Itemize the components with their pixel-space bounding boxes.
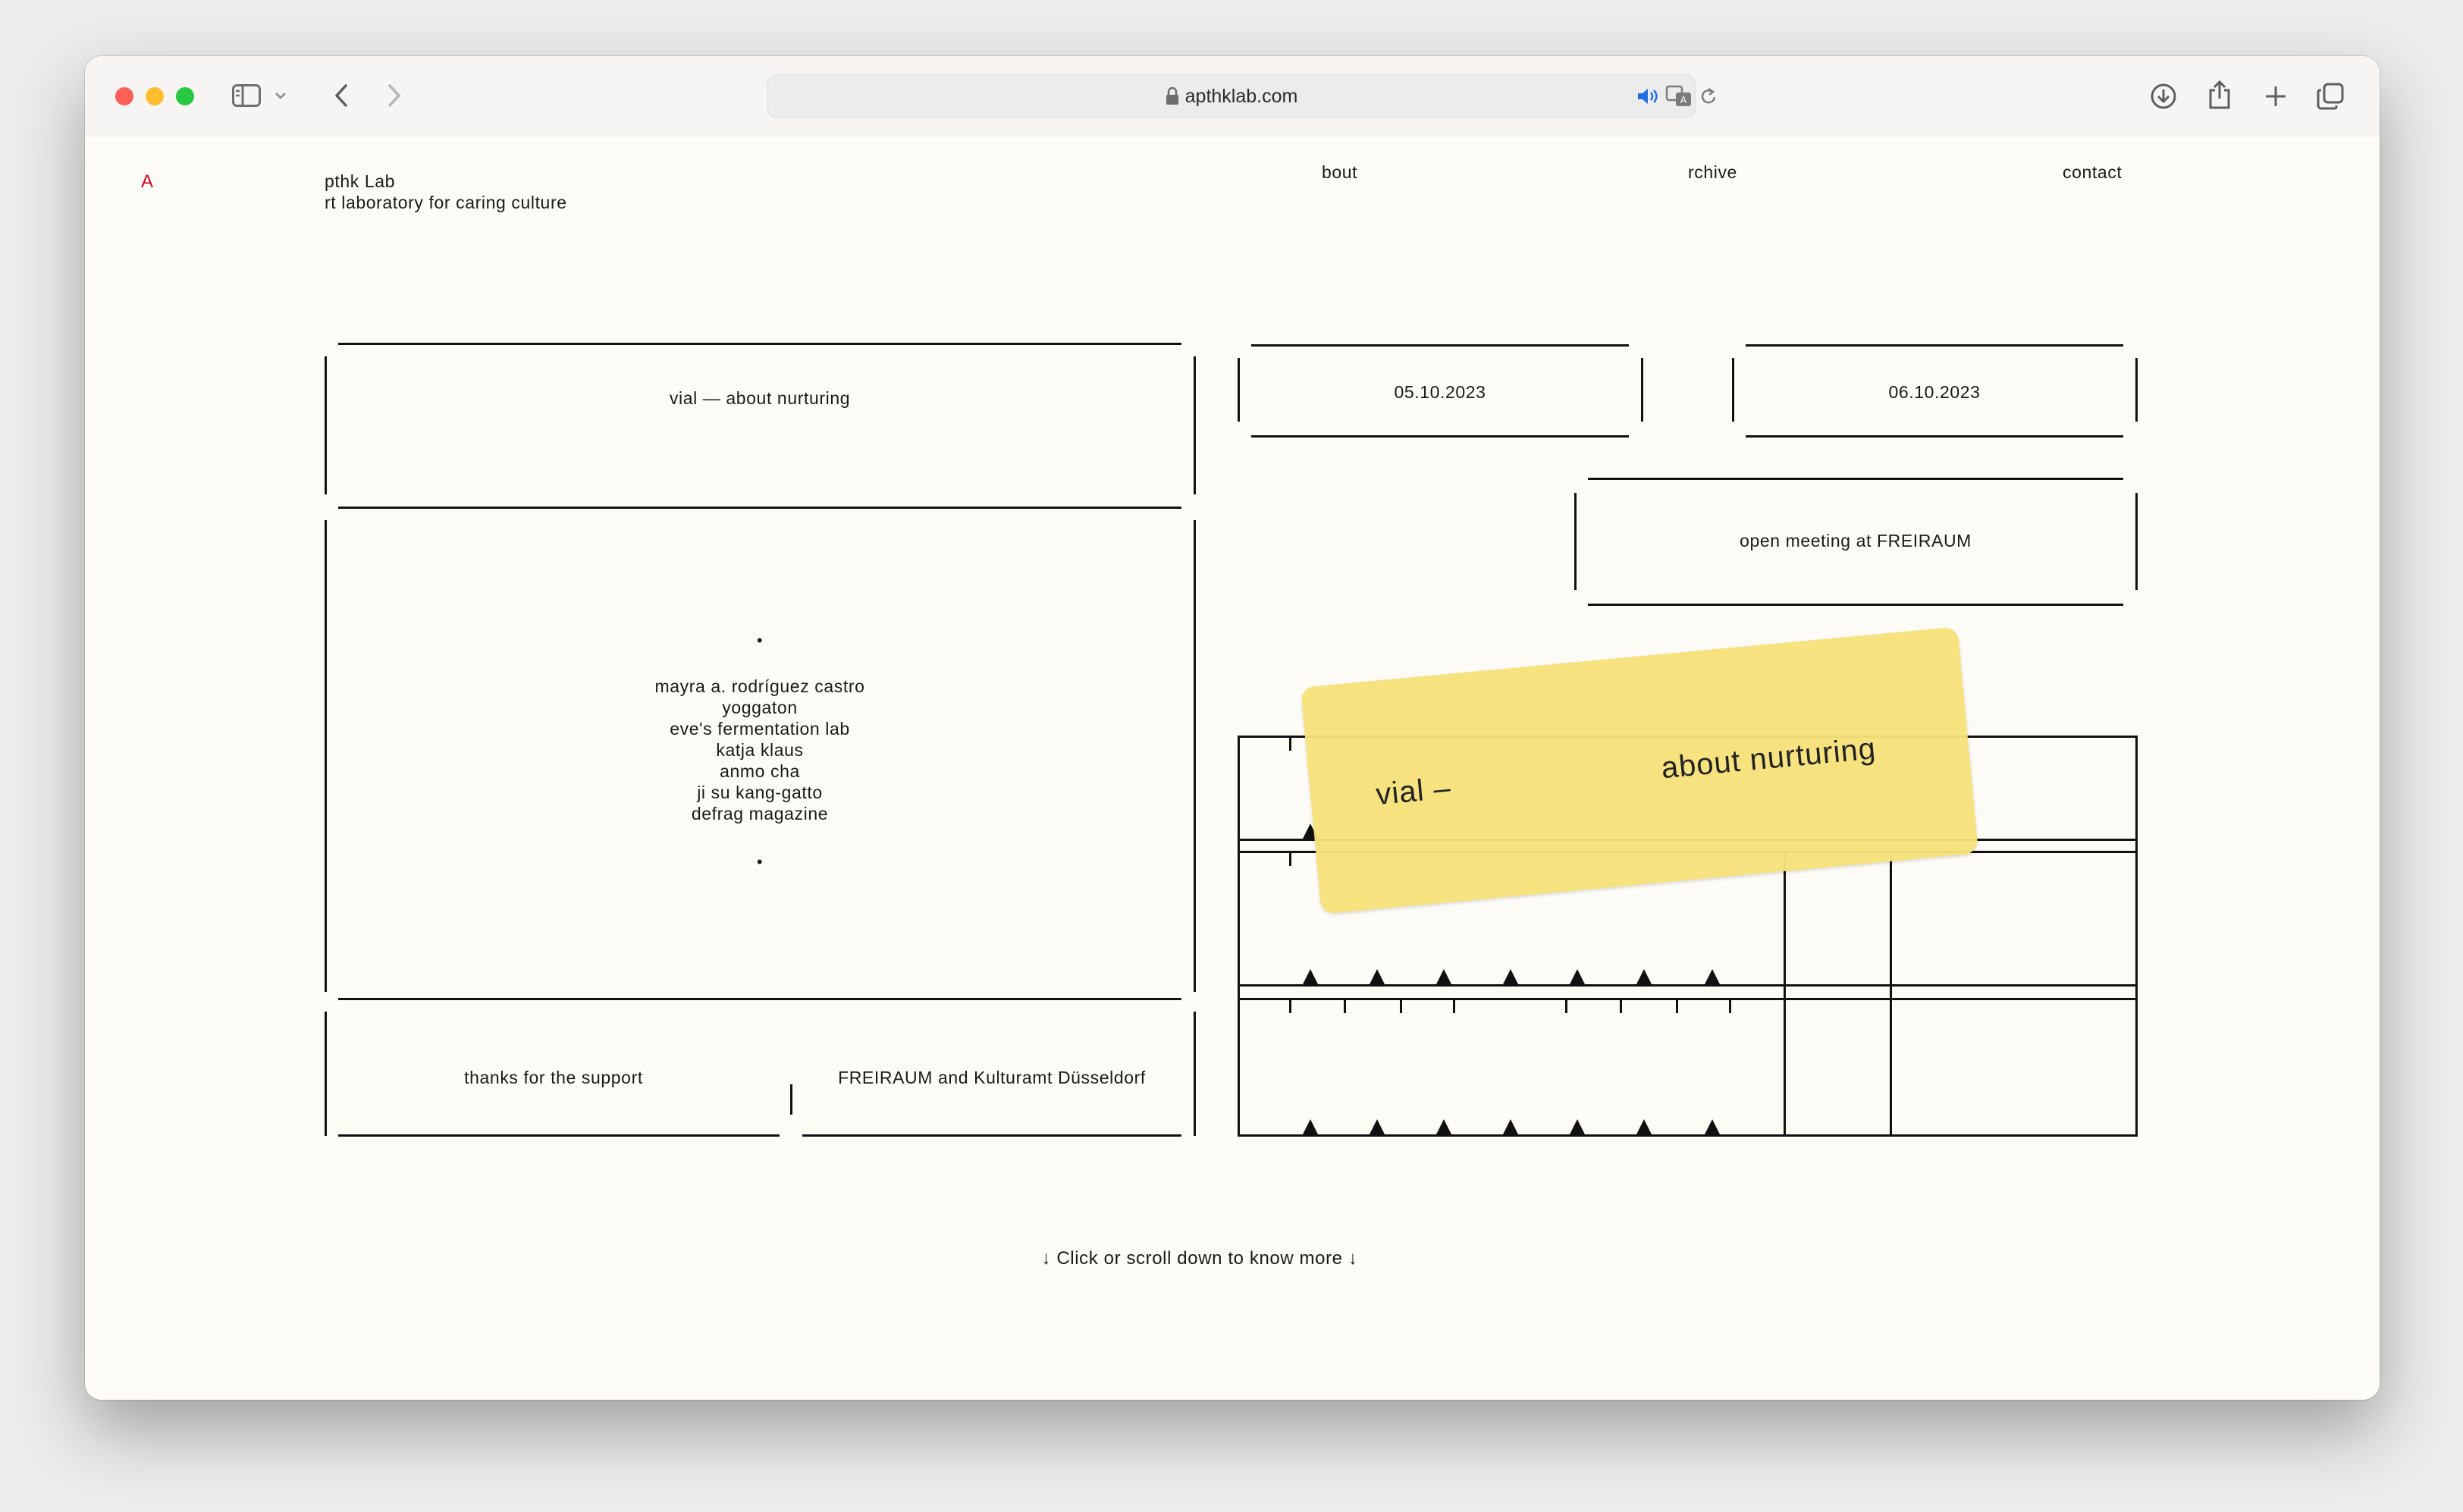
date-1: 05.10.2023 (1394, 382, 1486, 402)
browser-window: apthklab.com A A pthk Lab (85, 56, 2380, 1400)
svg-text:A: A (1680, 95, 1687, 105)
participant-item: ji su kang-gatto (697, 783, 823, 802)
back-arrow-icon[interactable] (326, 80, 356, 111)
participant-item: yoggaton (722, 698, 798, 717)
minimize-window-button[interactable] (146, 87, 164, 105)
event-title: vial — about nurturing (669, 388, 851, 408)
site-name[interactable]: pthk Lab (325, 171, 396, 191)
close-window-button[interactable] (115, 87, 133, 105)
participant-item: anmo cha (720, 761, 800, 781)
participant-item: katja klaus (716, 740, 804, 760)
tab-overview-icon[interactable] (2314, 80, 2346, 112)
support-label: thanks for the support (464, 1068, 643, 1087)
lock-icon (1166, 86, 1178, 105)
address-bar[interactable]: apthklab.com A (767, 74, 1716, 118)
meeting-text: open meeting at FREIRAUM (1740, 531, 1972, 551)
participant-item: mayra a. rodríguez castro (654, 676, 865, 696)
support-names: FREIRAUM and Kulturamt Düsseldorf (838, 1068, 1146, 1087)
sidebar-toggle-icon[interactable] (231, 82, 262, 109)
reload-icon[interactable] (1669, 86, 1718, 107)
site-tagline: rt laboratory for caring culture (325, 193, 567, 212)
date-2: 06.10.2023 (1888, 382, 1981, 402)
chevron-down-icon[interactable] (271, 86, 290, 105)
sticker-text-right: about nurturing (1659, 732, 1878, 786)
nav-about-link[interactable]: bout (1322, 162, 1358, 182)
translate-icon[interactable]: A (1664, 84, 1693, 108)
download-icon[interactable] (2148, 80, 2179, 112)
sticker-text-left: vial – (1374, 771, 1453, 812)
url-text: apthklab.com (1184, 86, 1298, 107)
share-icon[interactable] (2204, 77, 2236, 112)
separator-bottom: • (756, 852, 764, 871)
page-content: A pthk Lab rt laboratory for caring cult… (85, 136, 2380, 1400)
nav-contact-link[interactable]: contact (2063, 162, 2123, 182)
site-logo[interactable]: A (141, 171, 154, 192)
separator-top: • (756, 631, 764, 650)
speaker-icon[interactable] (1636, 86, 1660, 107)
participant-item: eve's fermentation lab (670, 719, 850, 739)
browser-toolbar: apthklab.com A (85, 56, 2380, 138)
address-bar-url[interactable]: apthklab.com (768, 75, 1695, 118)
event-sticker: vial – about nurturing (1301, 626, 1978, 914)
participant-item: defrag magazine (691, 804, 829, 823)
nav-archive-link[interactable]: rchive (1688, 162, 1737, 182)
scroll-hint[interactable]: ↓ Click or scroll down to know more ↓ (1041, 1248, 1358, 1269)
forward-arrow-icon[interactable] (379, 80, 409, 111)
new-tab-icon[interactable] (2260, 80, 2292, 112)
zoom-window-button[interactable] (176, 87, 194, 105)
